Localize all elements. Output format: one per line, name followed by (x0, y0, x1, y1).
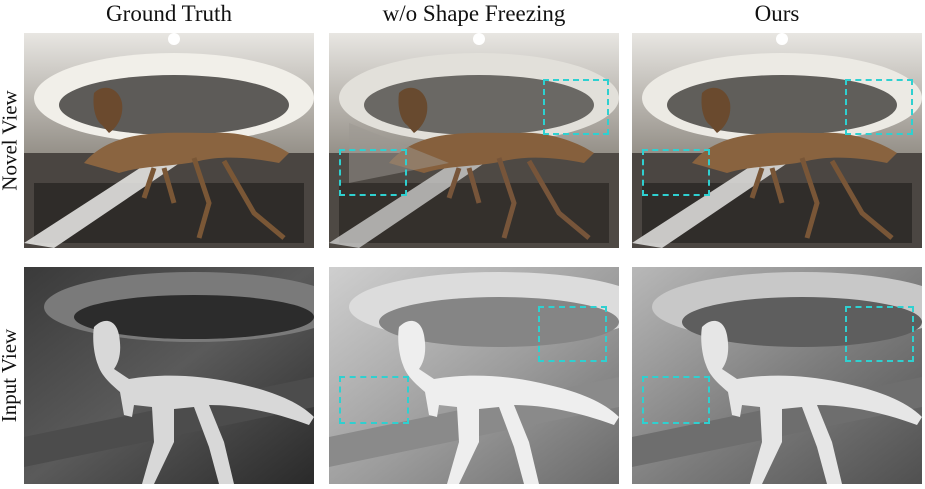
depth-map-illustration (329, 267, 619, 484)
depth-map-illustration (632, 267, 922, 484)
row-label-novel-view-text: Novel View (0, 90, 22, 191)
depth-map-illustration (24, 267, 314, 484)
input-view-ours-depth (632, 267, 922, 484)
highlight-box (543, 79, 609, 135)
column-title-ours: Ours (754, 1, 800, 26)
column-title-wo-shape-freezing: w/o Shape Freezing (382, 1, 566, 26)
input-view-ground-truth-depth (24, 267, 314, 484)
novel-view-ours-image (632, 33, 922, 248)
highlight-box (339, 149, 407, 196)
highlight-box (845, 79, 913, 135)
highlight-box (642, 149, 710, 196)
input-view-wo-shape-freezing-depth (329, 267, 619, 484)
column-title-ground-truth: Ground Truth (106, 1, 232, 26)
dinosaur-photo-illustration (329, 33, 619, 248)
dinosaur-photo-illustration (632, 33, 922, 248)
row-label-novel-view: Novel View (0, 33, 22, 248)
row-label-input-view: Input View (0, 267, 22, 484)
highlight-box (642, 376, 710, 424)
highlight-box (845, 306, 914, 362)
novel-view-wo-shape-freezing-image (329, 33, 619, 248)
novel-view-ground-truth-image (24, 33, 314, 248)
highlight-box (339, 376, 409, 424)
highlight-box (538, 306, 607, 362)
dinosaur-photo-illustration (24, 33, 314, 248)
row-label-input-view-text: Input View (0, 328, 22, 423)
